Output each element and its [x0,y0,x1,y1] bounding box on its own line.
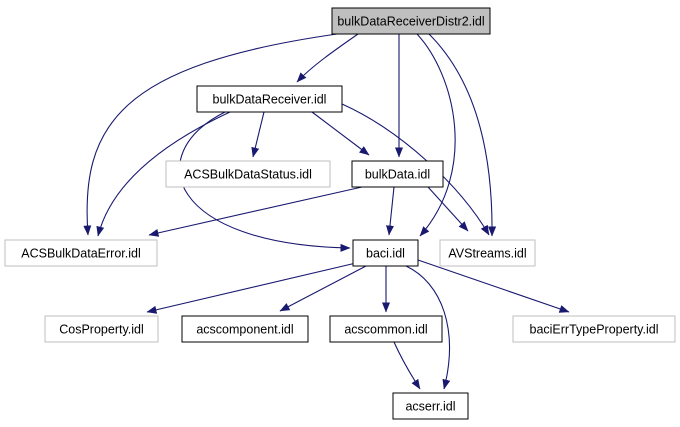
node-bulkDataReceiverDistr2: bulkDataReceiverDistr2.idl [331,7,491,35]
node-box-AVStreams [439,239,536,267]
node-box-ACSBulkDataError [4,239,158,267]
node-box-bulkDataReceiver[interactable] [196,85,343,113]
edge-bulkDataReceiver-to-baci [178,111,351,252]
node-baci[interactable]: baci.idl [352,239,419,267]
node-AVStreams: AVStreams.idl [439,239,536,267]
edge-baci-to-acscomponent [279,265,367,312]
node-acserr[interactable]: acserr.idl [392,392,469,420]
node-label-AVStreams: AVStreams.idl [448,247,526,261]
node-label-ACSBulkDataError: ACSBulkDataError.idl [21,247,141,261]
node-bulkData[interactable]: bulkData.idl [351,160,444,188]
edges-layer [83,33,570,390]
edge-acscommon-to-acserr [393,341,421,390]
node-CosProperty: CosProperty.idl [44,315,159,343]
edge-bulkData-to-AVStreams [427,186,469,232]
node-ACSBulkDataStatus: ACSBulkDataStatus.idl [165,160,331,188]
edge-bulkData-to-ACSBulkDataError [148,186,363,237]
edge-bulkDataReceiver-to-bulkData [311,111,370,156]
node-ACSBulkDataError: ACSBulkDataError.idl [4,239,158,267]
node-label-acscommon: acscommon.idl [344,323,427,337]
node-label-acserr: acserr.idl [405,400,455,414]
node-bulkDataReceiver[interactable]: bulkDataReceiver.idl [196,85,343,113]
edge-baci-to-baciErrTypeProperty [417,259,570,313]
node-label-ACSBulkDataStatus: ACSBulkDataStatus.idl [184,168,312,182]
edge-bulkData-to-baci [386,186,395,236]
node-label-bulkData: bulkData.idl [365,168,430,182]
node-box-CosProperty [44,315,159,343]
edge-bulkDataReceiverDistr2-to-bulkDataReceiver [296,33,359,83]
edge-bulkDataReceiverDistr2-to-baci [416,33,456,237]
node-box-bulkDataReceiverDistr2 [331,7,491,35]
edge-bulkDataReceiverDistr2-to-ACSBulkDataError [83,33,338,236]
edge-bulkDataReceiver-to-ACSBulkDataStatus [251,111,265,158]
node-baciErrTypeProperty: baciErrTypeProperty.idl [512,315,676,343]
node-box-bulkData[interactable] [351,160,444,188]
node-box-ACSBulkDataStatus [165,160,331,188]
edge-baci-to-acserr [405,265,451,390]
node-label-bulkDataReceiverDistr2: bulkDataReceiverDistr2.idl [337,15,484,29]
node-label-acscomponent: acscomponent.idl [196,323,293,337]
node-acscommon[interactable]: acscommon.idl [329,315,443,343]
edge-bulkDataReceiverDistr2-to-AVStreams [428,33,497,237]
node-box-acserr[interactable] [392,392,469,420]
node-box-baci[interactable] [352,239,419,267]
node-label-baciErrTypeProperty: baciErrTypeProperty.idl [530,323,659,337]
node-label-baci: baci.idl [366,247,405,261]
node-box-baciErrTypeProperty [512,315,676,343]
nodes-layer: bulkDataReceiverDistr2.idl bulkDataReceiv… [4,7,676,420]
edge-baci-to-CosProperty [146,262,357,314]
node-box-acscommon[interactable] [329,315,443,343]
node-box-acscomponent[interactable] [181,315,309,343]
node-label-bulkDataReceiver: bulkDataReceiver.idl [213,93,327,107]
node-label-CosProperty: CosProperty.idl [59,323,144,337]
node-acscomponent[interactable]: acscomponent.idl [181,315,309,343]
edge-bulkDataReceiver-to-ACSBulkDataError [96,111,231,237]
